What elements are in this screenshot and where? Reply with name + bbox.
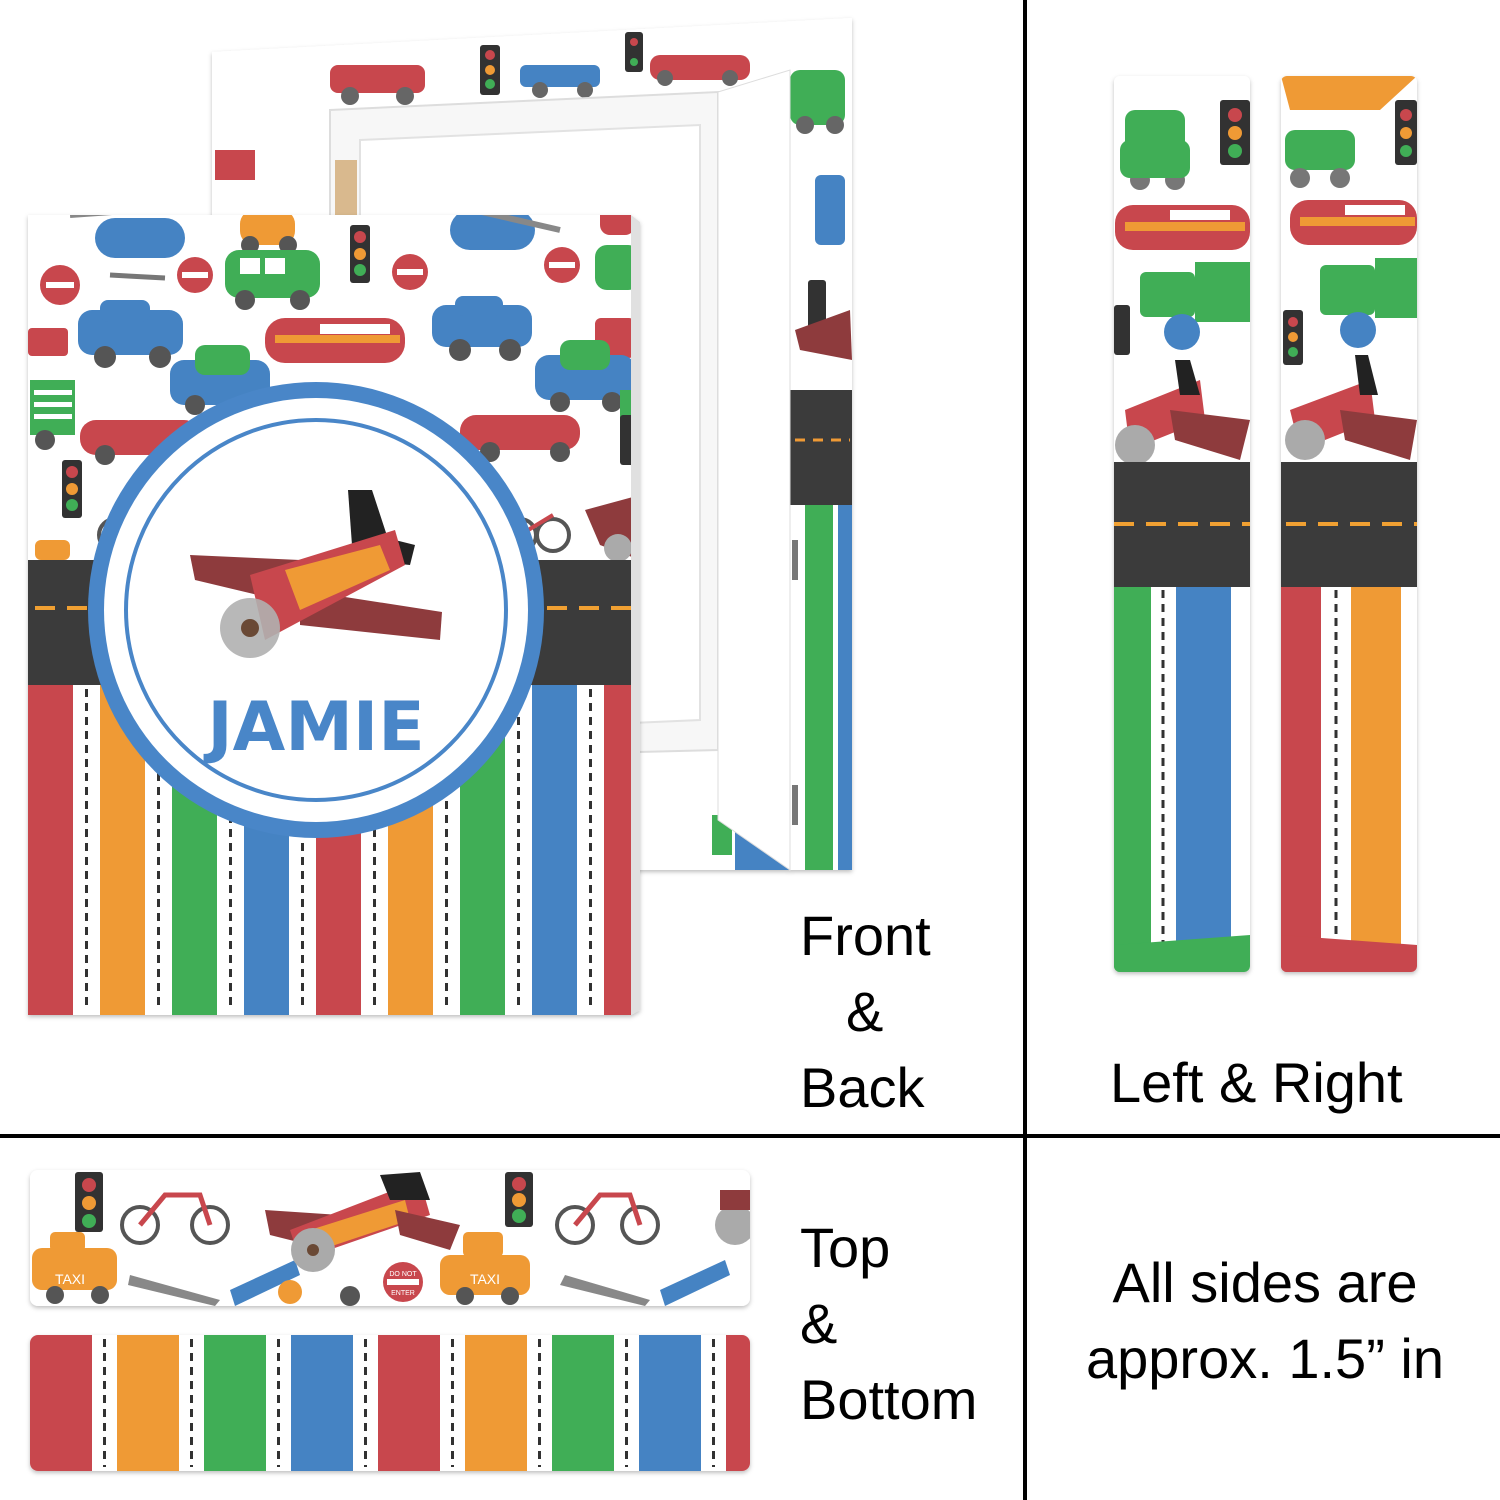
vertical-divider <box>1023 0 1027 1500</box>
size-note-line1: All sides are <box>1112 1251 1418 1314</box>
front-back-label: Front & Back <box>800 898 940 1126</box>
stripe <box>726 1335 750 1471</box>
bottom-label: Bottom <box>800 1368 978 1431</box>
top-strip: TAXI DO NOT ENTER TAXI <box>30 1170 750 1306</box>
front-vehicle-pattern <box>28 215 631 562</box>
top-bottom-label: Top & Bottom <box>800 1210 1010 1438</box>
canvas-name-text: JAMIE <box>203 688 424 767</box>
stripe <box>204 1335 266 1471</box>
stripe <box>117 1335 179 1471</box>
svg-text:TAXI: TAXI <box>55 1271 85 1287</box>
front-label: Front <box>800 904 931 967</box>
name-badge: JAMIE <box>88 382 544 838</box>
bottom-strip <box>30 1335 750 1471</box>
back-label: Back <box>800 1056 925 1119</box>
horizontal-divider <box>0 1134 1500 1138</box>
stripe <box>291 1335 353 1471</box>
stripe <box>604 685 631 1015</box>
left-right-label: Left & Right <box>1110 1051 1403 1114</box>
right-side-strip <box>1281 76 1417 972</box>
stripe <box>639 1335 701 1471</box>
size-note-line2: approx. 1.5” in <box>1086 1327 1444 1390</box>
svg-text:ENTER: ENTER <box>391 1290 415 1297</box>
front-canvas: JAMIE <box>28 215 640 1015</box>
svg-text:DO NOT: DO NOT <box>389 1271 417 1278</box>
stripe <box>30 1335 92 1471</box>
stripe <box>532 685 577 1015</box>
top-bottom-ampersand: & <box>800 1292 838 1355</box>
left-side-strip <box>1114 76 1250 972</box>
airplane-icon <box>190 490 442 658</box>
stripe <box>28 685 73 1015</box>
svg-text:TAXI: TAXI <box>470 1271 500 1287</box>
stripe <box>465 1335 527 1471</box>
size-note: All sides are approx. 1.5” in <box>1040 1245 1490 1397</box>
stripe <box>378 1335 440 1471</box>
front-back-ampersand: & <box>846 980 884 1043</box>
top-label: Top <box>800 1216 891 1279</box>
stripe <box>552 1335 614 1471</box>
